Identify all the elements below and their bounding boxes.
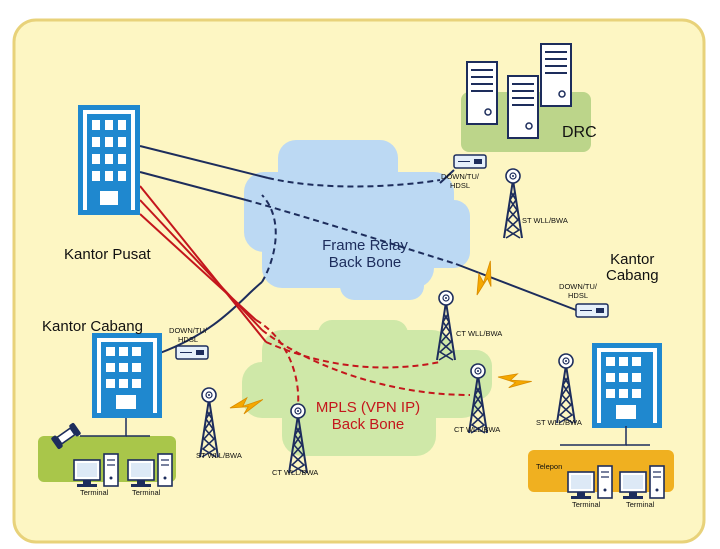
modem-label: DOWN/TU/ HDSL — [169, 326, 207, 344]
tower-label: ST WLL/BWA — [196, 451, 242, 460]
terminal-label: Terminal — [572, 500, 601, 509]
kantor-cabang-right-label: Kantor Cabang — [606, 251, 659, 284]
mpls-cloud — [242, 320, 492, 456]
modem-label: DOWN/TU/ HDSL — [559, 282, 597, 300]
modem-icon — [453, 154, 487, 169]
drc-label: DRC — [562, 124, 597, 141]
kantor-cabang-right-building — [592, 343, 662, 428]
red-dashed-links — [255, 319, 471, 406]
navy-dashed-links — [245, 177, 457, 283]
tower-label: CT WLL/BWA — [272, 468, 319, 477]
terminal-label: Terminal — [80, 488, 109, 497]
mpls-label: MPLS (VPN IP) Back Bone — [315, 399, 421, 433]
modem-label: DOWN/TU/ HDSL — [441, 172, 479, 190]
server-icon — [540, 43, 572, 107]
server-icon — [507, 75, 539, 139]
frame-relay-label: Frame Relay Back Bone — [322, 237, 408, 271]
kantor-cabang-left-building — [92, 333, 162, 418]
modem-icon — [575, 303, 609, 318]
terminal-label: Terminal — [626, 500, 655, 509]
navy-links — [139, 145, 577, 354]
tower-label: ST WLL/BWA — [522, 216, 568, 225]
terminal-label: Terminal — [132, 488, 161, 497]
telepon-label: Telepon — [536, 462, 563, 471]
red-links — [139, 185, 267, 343]
tower-label: ST WLL/BWA — [536, 418, 582, 427]
tower-label: CT WLL/BWA — [456, 329, 503, 338]
tower-label: CT WLL/BWA — [454, 425, 501, 434]
kantor-cabang-left-label: Kantor Cabang — [42, 318, 143, 335]
modem-icon — [175, 345, 209, 360]
kantor-pusat-label: Kantor Pusat — [64, 246, 151, 263]
kantor-pusat-building — [78, 105, 140, 215]
server-icon — [466, 61, 498, 125]
